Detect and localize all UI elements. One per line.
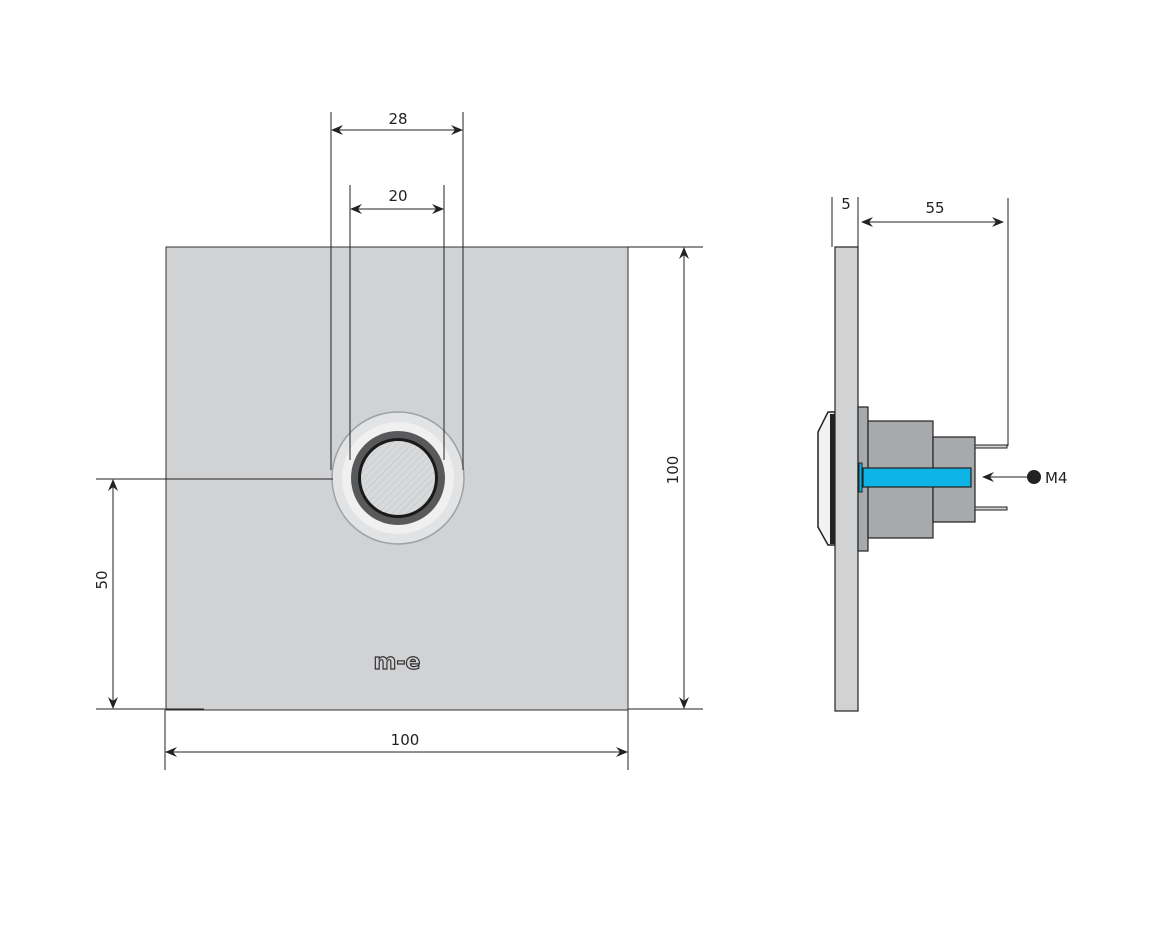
terminal-pin-bottom [974,506,1008,511]
dimension-body-depth: 55 [925,199,944,217]
dimension-button-diameter: 20 [388,187,407,205]
callout-dot [1027,470,1041,484]
dimension-plate-height: 100 [664,456,682,485]
dimension-button-height: 50 [93,570,111,589]
logo: m-e [373,649,421,675]
front-view: m-e 28 20 100 100 50 [93,110,703,770]
dimension-plate-thickness: 5 [841,195,851,213]
terminal-pin-top [974,444,1008,449]
screw-rod [862,467,972,488]
dimension-bezel-diameter: 28 [388,110,407,128]
push-button [331,411,465,545]
side-plate [834,246,859,712]
dimension-plate-width: 100 [391,731,420,749]
logo-text: m-e [374,650,421,675]
side-view: M4 5 55 [817,195,1068,712]
callout-label: M4 [1045,469,1068,487]
